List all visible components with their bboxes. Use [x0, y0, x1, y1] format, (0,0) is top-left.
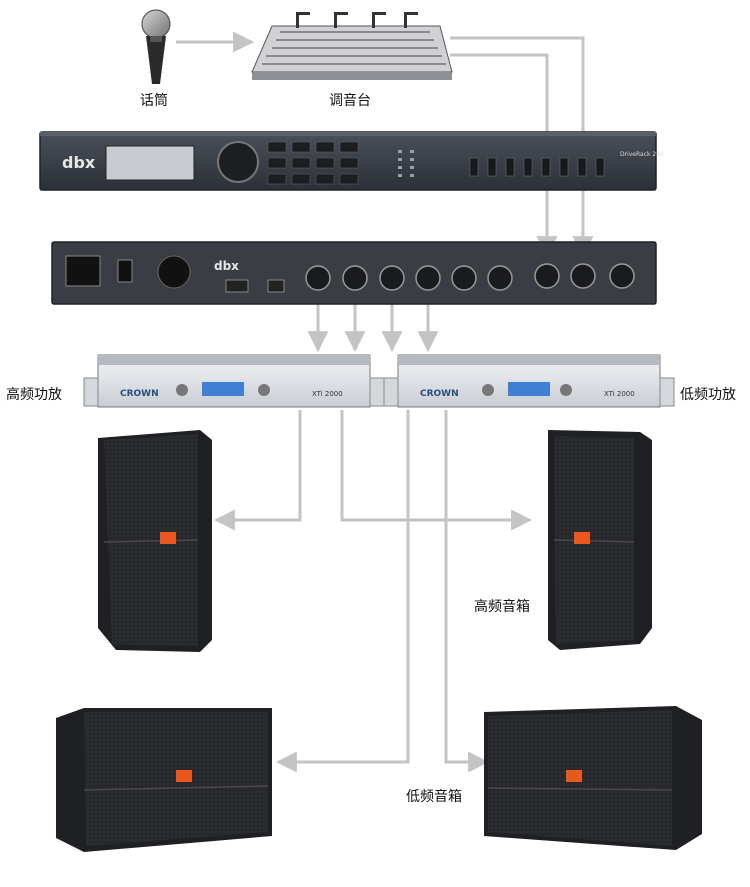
- low-speaker-label: 低频音箱: [406, 789, 462, 805]
- processor-display: [105, 145, 195, 181]
- mixing-console-icon: [251, 12, 453, 80]
- right-subwoofer-badge: [566, 770, 582, 782]
- left-loudspeaker-icon: [98, 430, 212, 652]
- rear-brand: dbx: [214, 259, 239, 273]
- high-power-amplifier-icon: CROWN XTi 2000: [83, 354, 385, 408]
- low-amp-display: [508, 382, 550, 396]
- processor-model: DriveRack 260: [620, 151, 664, 158]
- signal-lines: [176, 31, 594, 773]
- high-amp-model: XTi 2000: [312, 390, 343, 398]
- processor-brand: dbx: [62, 153, 96, 172]
- left-subwoofer-icon: [56, 708, 272, 852]
- left-subwoofer-badge: [176, 770, 192, 782]
- serial-port: [225, 279, 249, 293]
- low-amp-label: 低频功放: [680, 387, 736, 403]
- line-high-amp-to-left-speaker: [213, 410, 302, 531]
- processor-dial: [217, 141, 259, 183]
- line-low-amp-to-left-sub: [275, 410, 410, 773]
- right-subwoofer-icon: [484, 706, 702, 850]
- processor-channel-buttons: [469, 157, 605, 177]
- line-low-amp-to-right-sub: [444, 410, 490, 773]
- processor-meters: [398, 150, 414, 177]
- power-inlet: [65, 255, 101, 287]
- power-switch: [117, 259, 133, 283]
- line-high-amp-to-right-speaker: [340, 410, 533, 531]
- left-speaker-badge: [160, 532, 176, 544]
- high-speaker-label: 高频音箱: [474, 599, 530, 615]
- mixer-label: 调音台: [329, 93, 371, 109]
- microphone-label: 话筒: [140, 93, 168, 109]
- low-amp-brand: CROWN: [420, 389, 459, 399]
- high-amp-label: 高频功放: [6, 387, 62, 403]
- cooling-fan: [157, 255, 191, 289]
- processor-keypad: [267, 141, 359, 185]
- network-port: [267, 279, 285, 293]
- low-power-amplifier-icon: CROWN XTi 2000: [383, 354, 675, 408]
- rack-processor-icon: dbx DriveRack 260: [39, 131, 664, 191]
- xlr-output-connectors: [305, 265, 513, 291]
- high-amp-display: [202, 382, 244, 396]
- right-loudspeaker-icon: [548, 430, 652, 650]
- rack-processor-rear-icon: dbx: [51, 241, 657, 305]
- high-amp-brand: CROWN: [120, 389, 159, 399]
- xlr-input-connectors: [534, 263, 635, 289]
- microphone-icon: [141, 9, 171, 84]
- low-amp-model: XTi 2000: [604, 390, 635, 398]
- right-speaker-badge: [574, 532, 590, 544]
